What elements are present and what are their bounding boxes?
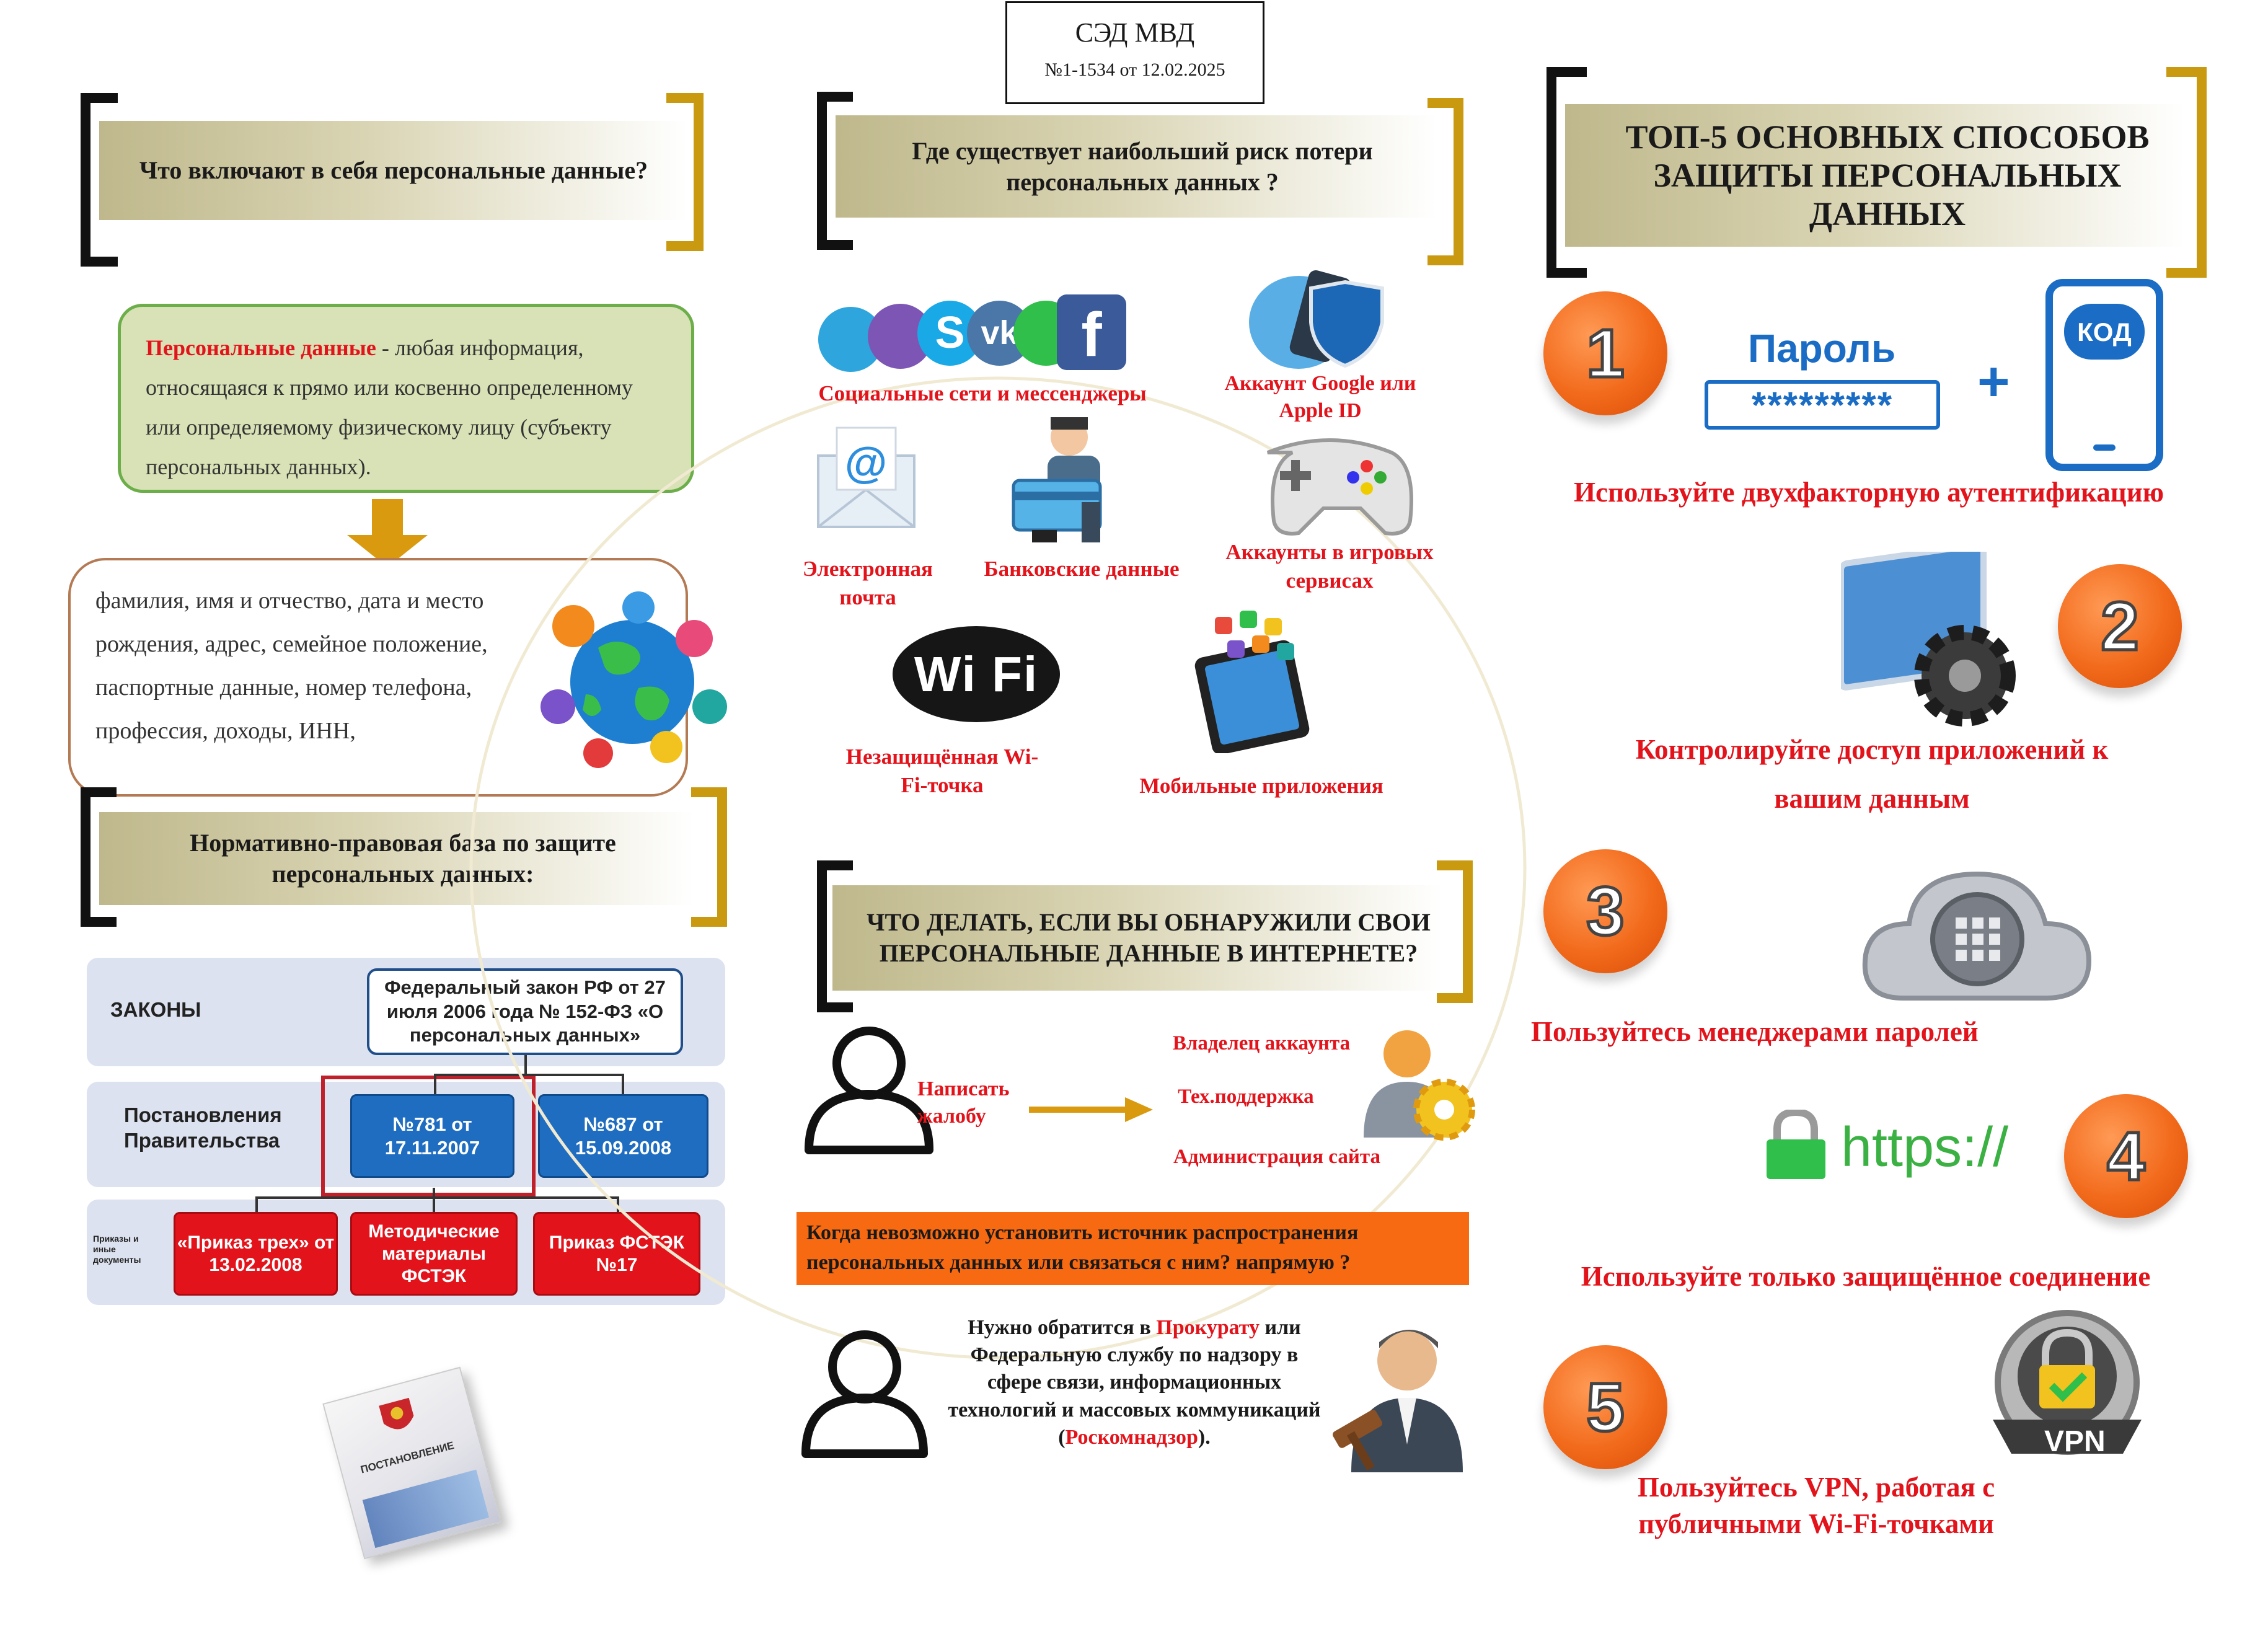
- examples-text: фамилия, имя и отчество, дата и место ро…: [95, 588, 488, 744]
- tip-2-text: Контролируйте доступ приложений к вашим …: [1635, 734, 2109, 814]
- info-banner: Когда невозможно установить источник рас…: [796, 1212, 1469, 1285]
- risk-wifi: Незащищённая Wi-Fi-точка: [845, 745, 1039, 797]
- risk-bank: Банковские данные: [984, 557, 1180, 581]
- email-icon: @: [817, 427, 916, 528]
- resolution-booklet: ПОСТАНОВЛЕНИЕ: [322, 1366, 502, 1560]
- definition-text: - любая информация, относящаяся к прямо …: [146, 335, 633, 479]
- authority-prosecutor: Прокурату: [1156, 1316, 1260, 1339]
- target-admin: Администрация сайта: [1173, 1146, 1380, 1168]
- order-item-methodical[interactable]: Методические материалы ФСТЭК: [350, 1212, 518, 1296]
- header-risk-text: Где существует наибольший риск потери пе…: [912, 136, 1373, 196]
- order-item-three[interactable]: «Приказ трех» от 13.02.2008: [174, 1212, 338, 1296]
- tip-3-number: 3: [1543, 849, 1667, 973]
- down-arrow-icon: [347, 499, 428, 567]
- plus-icon: +: [1977, 351, 2010, 413]
- gov-item-781[interactable]: №781 от 17.11.2007: [350, 1094, 514, 1178]
- tip-3-text: Пользуйтесь менеджерами паролей: [1531, 1016, 1979, 1047]
- header-action-text: ЧТО ДЕЛАТЬ, ЕСЛИ ВЫ ОБНАРУЖИЛИ СВОИ ПЕРС…: [867, 908, 1431, 967]
- target-support: Тех.поддержка: [1178, 1085, 1314, 1108]
- gamepad-icon: [1266, 438, 1413, 536]
- thief-icon: [1012, 417, 1102, 542]
- header-action: ЧТО ДЕЛАТЬ, ЕСЛИ ВЫ ОБНАРУЖИЛИ СВОИ ПЕРС…: [817, 860, 1474, 1019]
- tip-2-number: 2: [2058, 564, 2182, 688]
- judge-icon: [1333, 1330, 1463, 1472]
- target-owner: Владелец аккаунта: [1172, 1032, 1351, 1054]
- user-icon: [805, 1027, 933, 1154]
- risk-games: Аккаунты в игровых сервисах: [1225, 540, 1434, 593]
- header-what-included-text: Что включают в себя персональные данные?: [139, 156, 648, 184]
- vpn-shield-icon: [1993, 1310, 2142, 1455]
- tip-4-number: 4: [2064, 1094, 2188, 1218]
- wifi-logo: Wi Fi: [893, 626, 1060, 722]
- risk-google: Аккаунт Google или Apple ID: [1224, 372, 1416, 423]
- registration-stamp: СЭД МВД №1-1534 от 12.02.2025: [1005, 1, 1264, 104]
- svg-text:@: @: [845, 438, 887, 487]
- selected-outline: [321, 1076, 536, 1196]
- wifi-logo-text: Wi Fi: [914, 646, 1039, 702]
- decorative-circle: [469, 376, 1527, 1359]
- risk-apps: Мобильные приложения: [1139, 774, 1383, 798]
- risk-email: Электронная почта: [803, 557, 933, 609]
- authority-text-c: ).: [1198, 1425, 1211, 1449]
- authority-text-b: или Федеральную службу по надзору в сфер…: [948, 1316, 1321, 1449]
- risk-social: Социальные сети и мессенджеры: [818, 381, 1147, 405]
- padlock-icon: [1767, 1110, 1825, 1179]
- password-field: *********: [1705, 380, 1940, 430]
- https-label: https://: [1841, 1116, 2009, 1178]
- coat-of-arms-icon: [379, 1397, 414, 1430]
- laws-label: ЗАКОНЫ: [110, 998, 201, 1021]
- social-icons: S vk f: [818, 294, 1126, 372]
- tip-1-number: 1: [1543, 291, 1667, 415]
- booklet-title: ПОСТАНОВЛЕНИЕ: [359, 1439, 456, 1476]
- gov-item-687[interactable]: №687 от 15.09.2008: [538, 1094, 708, 1178]
- admin-gear-icon: [1364, 1030, 1475, 1141]
- authority-text-a: Нужно обратится в: [968, 1316, 1157, 1339]
- header-top5: ТОП-5 ОСНОВНЫХ СПОСОБОВ ЗАЩИТЫ ПЕРСОНАЛЬ…: [1547, 67, 2210, 278]
- phone-code-icon: КОД: [2045, 279, 2163, 471]
- code-label: КОД: [2077, 317, 2132, 347]
- user-icon-2: [801, 1330, 928, 1458]
- mobile-apps-icon: [1194, 611, 1310, 753]
- globe-icon: [541, 591, 727, 768]
- gov-label: Постановления Правительства: [124, 1103, 282, 1152]
- header-legal-base: Нормативно-правовая база по защите персо…: [81, 787, 728, 930]
- vpn-label: VPN: [2044, 1425, 2106, 1458]
- order-item-fstek17[interactable]: Приказ ФСТЭК №17: [533, 1212, 700, 1296]
- federal-law-box[interactable]: Федеральный закон РФ от 27 июля 2006 год…: [367, 968, 683, 1055]
- cloud-lock-icon: [1862, 871, 2092, 1001]
- header-risk: Где существует наибольший риск потери пе…: [817, 92, 1465, 268]
- password-label: Пароль: [1748, 326, 1896, 371]
- right-arrow-icon: [1029, 1097, 1153, 1122]
- definition-term: Персональные данные: [146, 335, 376, 360]
- header-top5-text: ТОП-5 ОСНОВНЫХ СПОСОБОВ ЗАЩИТЫ ПЕРСОНАЛЬ…: [1625, 118, 2150, 233]
- app-settings-icon: [1841, 552, 2016, 727]
- authority-rkn: Роскомнадзор: [1065, 1425, 1198, 1449]
- definition-box: Персональные данные - любая информация, …: [118, 304, 694, 493]
- smartphone-shield-icon: [1249, 270, 1384, 369]
- header-legal-base-text: Нормативно-правовая база по защите персо…: [190, 829, 616, 888]
- tip-4-text: Используйте только защищённое соединение: [1581, 1261, 2151, 1292]
- tip-5-text: Пользуйтесь VPN, работая с публичными Wi…: [1637, 1472, 1995, 1539]
- stamp-number: №1-1534 от 12.02.2025: [1044, 60, 1225, 80]
- orders-label: Приказы и иные документы: [93, 1234, 141, 1265]
- tip-1-text: Используйте двухфакторную аутентификацию: [1573, 477, 2164, 508]
- complain-label: Написать жалобу: [917, 1077, 1010, 1128]
- authority-text: Нужно обратится в Прокурату или Федераль…: [942, 1314, 1326, 1451]
- password-mask: *********: [1751, 384, 1894, 426]
- header-what-included: Что включают в себя персональные данные?: [81, 93, 713, 267]
- tip-5-number: 5: [1543, 1345, 1667, 1469]
- stamp-title: СЭД МВД: [1075, 17, 1195, 48]
- facebook-icon: f: [1057, 294, 1126, 370]
